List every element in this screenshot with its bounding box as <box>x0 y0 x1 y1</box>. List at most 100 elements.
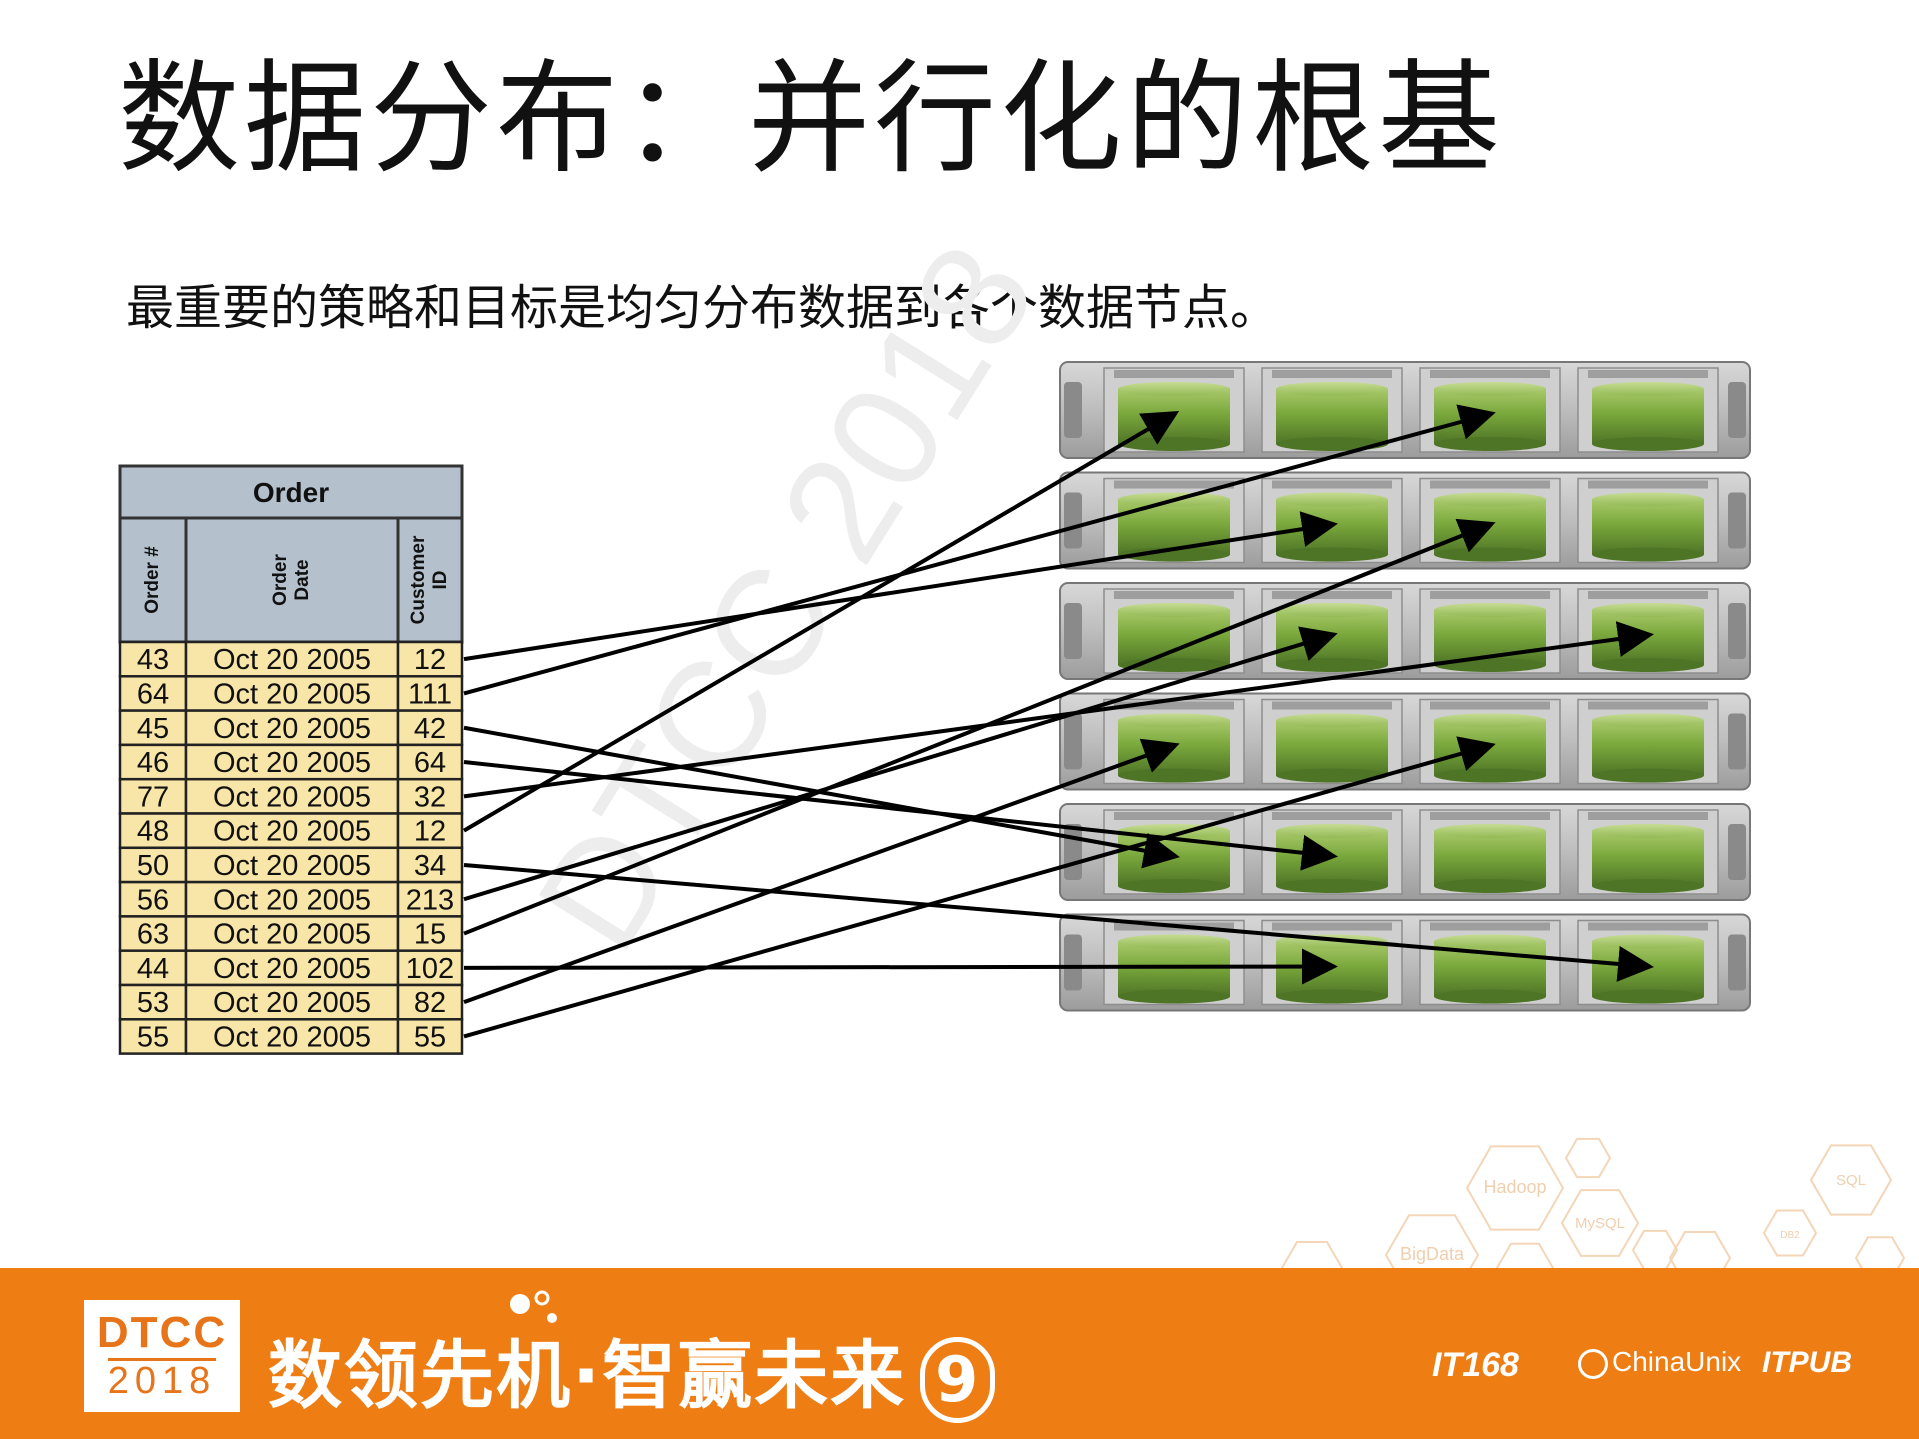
table-cell-value: 43 <box>137 644 169 676</box>
table-cell-value: 50 <box>137 850 169 882</box>
hexagon-tag: SQL <box>1836 1172 1866 1189</box>
table-cell <box>396 983 464 1021</box>
hexagon-shape <box>1495 1242 1555 1268</box>
disk-cylinder <box>1118 492 1230 562</box>
table-cell-value: Oct 20 2005 <box>213 987 371 1019</box>
mapping-arrow <box>463 511 1338 662</box>
table-cell <box>396 777 464 815</box>
disk-cylinder <box>1592 824 1704 893</box>
table-cell-value: 55 <box>414 1021 446 1053</box>
table-cell-value: Oct 20 2005 <box>213 1021 371 1053</box>
server-chassis <box>1059 471 1751 570</box>
disk-cylinder <box>1276 603 1388 672</box>
disk-cylinder <box>1276 492 1388 562</box>
mapping-arrow <box>462 410 1180 833</box>
column-header-label: Order <box>270 554 291 606</box>
disk-cylinder <box>1118 934 1230 1004</box>
server-chassis <box>1059 692 1751 791</box>
table-cell-value: 63 <box>137 919 169 951</box>
column-header-cell <box>396 516 464 644</box>
chinaunix-icon <box>1578 1348 1608 1379</box>
logo-divider <box>108 1358 216 1361</box>
server-chassis <box>1059 803 1751 901</box>
partner-logo-it168: IT168 <box>1432 1346 1519 1384</box>
hexagon-shape <box>1280 1241 1344 1268</box>
table-cell-value: 55 <box>137 1021 169 1053</box>
table-cell-value: Oct 20 2005 <box>213 781 371 813</box>
column-header-label: Customer <box>408 535 429 624</box>
disk-cylinder <box>1434 824 1546 893</box>
hexagon-tag: DB2 <box>1780 1230 1800 1241</box>
table-cell <box>118 846 188 884</box>
disk-cylinder <box>1118 713 1230 783</box>
logo-year: 2018 <box>107 1360 217 1402</box>
mapping-arrow <box>463 518 1496 936</box>
mapping-arrow <box>463 404 1496 696</box>
disk-cylinder <box>1434 603 1546 672</box>
table-cell <box>118 675 188 712</box>
disk-cylinder <box>1276 824 1388 893</box>
table-cell-value: Oct 20 2005 <box>213 953 371 985</box>
hexagon-tag: Hadoop <box>1483 1177 1546 1197</box>
disk-cylinder <box>1118 603 1230 672</box>
partner-logo-chinaunix: ChinaUnix <box>1578 1346 1741 1379</box>
table-cell <box>396 812 464 850</box>
table-cell-value: Oct 20 2005 <box>213 644 371 676</box>
disk-cylinder <box>1592 603 1704 672</box>
table-cell <box>184 640 400 678</box>
table-cell-value: Oct 20 2005 <box>213 816 371 848</box>
table-cell-value: Oct 20 2005 <box>213 747 371 779</box>
table-cell-value: 46 <box>137 747 169 779</box>
server-chassis <box>1059 361 1751 459</box>
mapping-arrows <box>462 404 1654 1039</box>
hexagon-shape <box>1384 1214 1480 1268</box>
table-cell-value: 82 <box>414 987 446 1019</box>
table-cell-value: 34 <box>414 850 446 882</box>
table-cell-value: 111 <box>408 678 452 710</box>
hexagon-shape <box>1668 1231 1732 1268</box>
dtcc-logo: DTCC 2018 <box>84 1300 240 1412</box>
table-cell-value: 64 <box>414 747 446 779</box>
table-cell <box>396 743 464 781</box>
table-cell-value: 15 <box>414 919 446 951</box>
disk-cylinder <box>1276 934 1388 1004</box>
footer-banner: DTCC 2018 数领先机·智赢未来 9 IT168 ChinaUnix IT… <box>0 1268 1919 1439</box>
table-cell <box>396 675 464 712</box>
disk-cylinder <box>1434 713 1546 783</box>
table-cell-value: 45 <box>137 713 169 745</box>
table-cell <box>184 1018 400 1055</box>
table-cell-value: Oct 20 2005 <box>213 713 371 745</box>
table-cell <box>118 812 188 850</box>
column-header-label: Order # <box>142 546 163 614</box>
slide-subtitle: 最重要的策略和目标是均匀分布数据到各个数据节点。 <box>126 280 1279 336</box>
mapping-arrow <box>463 736 1496 1039</box>
column-header-label: ID <box>430 571 451 590</box>
table-cell <box>118 949 188 987</box>
table-cell <box>184 846 400 884</box>
table-cell <box>184 812 400 850</box>
mapping-arrow <box>463 948 1338 985</box>
table-cell-value: 213 <box>406 884 454 916</box>
table-cell <box>118 880 188 918</box>
disk-cylinder <box>1592 934 1704 1004</box>
disk-cylinder <box>1118 382 1230 451</box>
slogan-number: 9 <box>920 1337 996 1423</box>
table-cell-value: 12 <box>414 644 446 676</box>
partner-logo-itpub: ITPUB <box>1762 1346 1852 1379</box>
mapping-arrow <box>463 862 1654 982</box>
hexagon-shape <box>1809 1144 1893 1216</box>
table-cell-value: Oct 20 2005 <box>213 919 371 951</box>
table-cell-value: 42 <box>414 713 446 745</box>
disk-cylinder <box>1276 382 1388 451</box>
table-title: Order <box>253 477 329 508</box>
table-cell <box>396 709 464 747</box>
disk-cylinder <box>1434 382 1546 451</box>
table-cell-value: 102 <box>406 953 454 985</box>
logo-text: DTCC <box>96 1308 228 1357</box>
table-cell <box>396 846 464 884</box>
hexagon-shape <box>1560 1189 1640 1257</box>
hexagon-shape <box>1465 1145 1565 1231</box>
table-title-bar <box>118 464 464 520</box>
